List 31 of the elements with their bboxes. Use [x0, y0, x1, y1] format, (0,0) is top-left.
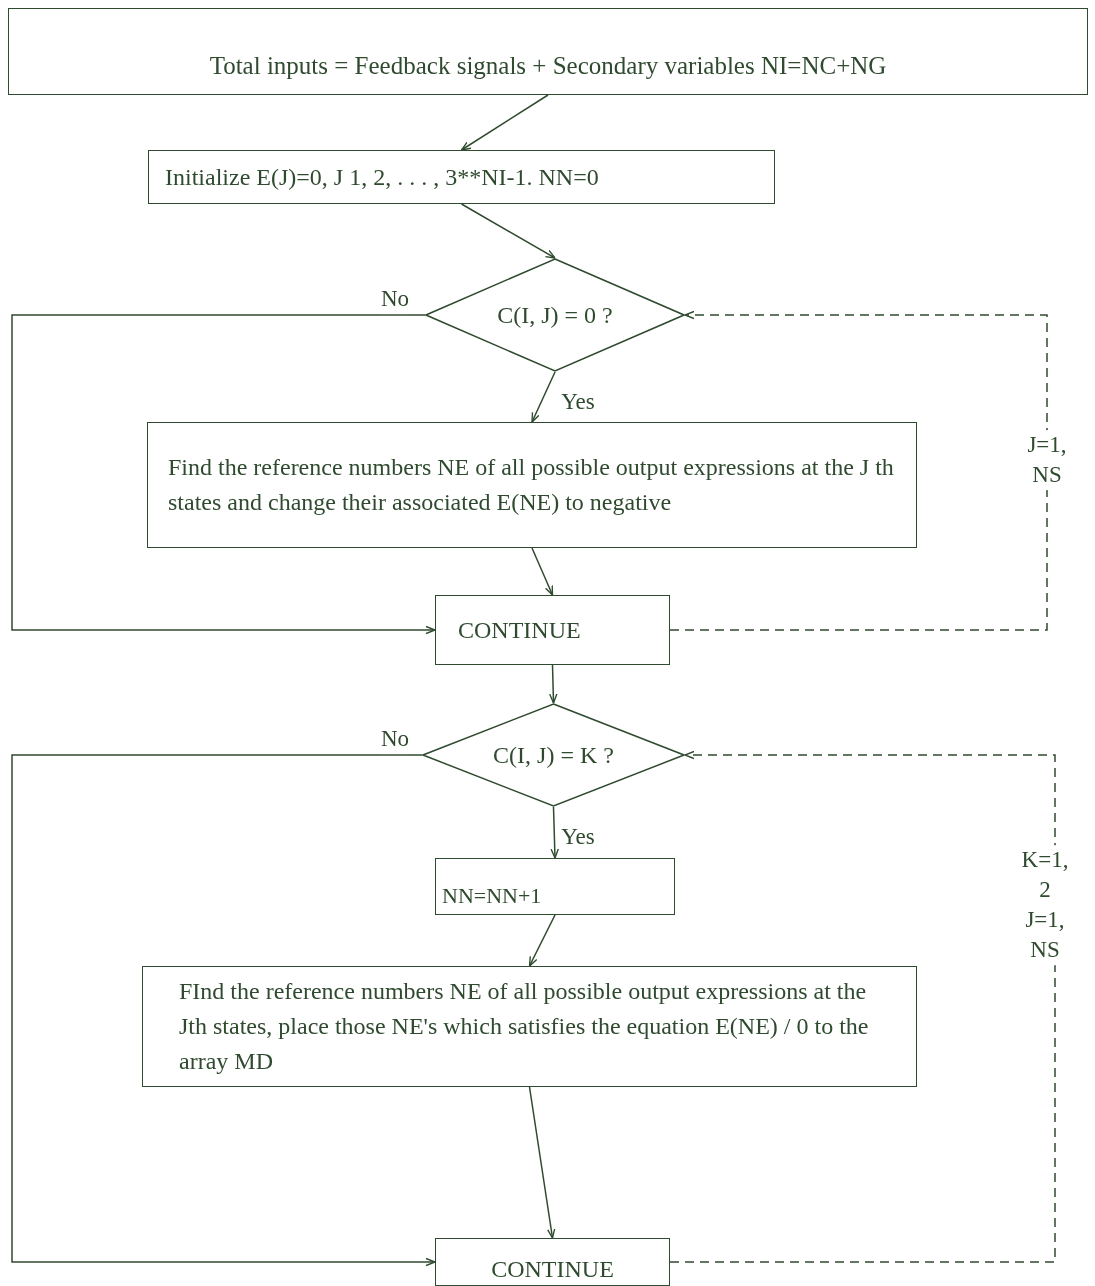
step-text: Find the reference numbers NE of all possible output expressions at the J th states and change their associated E(NE) to negative [168, 453, 895, 517]
arrow [531, 547, 554, 596]
step-text: FInd the reference numbers NE of all possible output expressions at the Jth states, place those NE's which satisfies the equation E(NE) / 0 to the array MD [179, 977, 870, 1076]
step-text: NN=NN+1 [442, 881, 542, 910]
step-text: Initialize E(J)=0, J 1, 2, . . . , 3**NI-1. NN=0 [165, 162, 599, 192]
edge-label: K=1, 2 J=1, NS [1020, 845, 1070, 965]
arrow [528, 914, 556, 967]
process-box [142, 966, 917, 1087]
arrow [460, 203, 556, 259]
process-box [147, 422, 917, 548]
process-box [148, 150, 775, 204]
arrow [549, 664, 558, 704]
arrow [550, 806, 559, 859]
arrow [669, 750, 1056, 1263]
decision-diamond [422, 703, 685, 807]
step-text: CONTINUE [458, 615, 581, 645]
arrow [11, 754, 436, 1267]
step-text: CONTINUE [491, 1254, 614, 1284]
process-box [435, 1238, 670, 1286]
decision-diamond [425, 258, 685, 372]
condition-text: C(I, J) = 0 ? [497, 300, 613, 330]
condition-text: C(I, J) = K ? [493, 740, 614, 770]
process-box [8, 8, 1088, 95]
arrow [11, 314, 436, 635]
arrow [528, 1086, 556, 1239]
arrow [669, 310, 1048, 631]
process-box [435, 858, 675, 915]
arrow [531, 371, 556, 423]
process-box [435, 595, 670, 665]
arrow [460, 94, 549, 151]
step-text: Total inputs = Feedback signals + Secondary variables NI=NC+NG [209, 51, 887, 82]
